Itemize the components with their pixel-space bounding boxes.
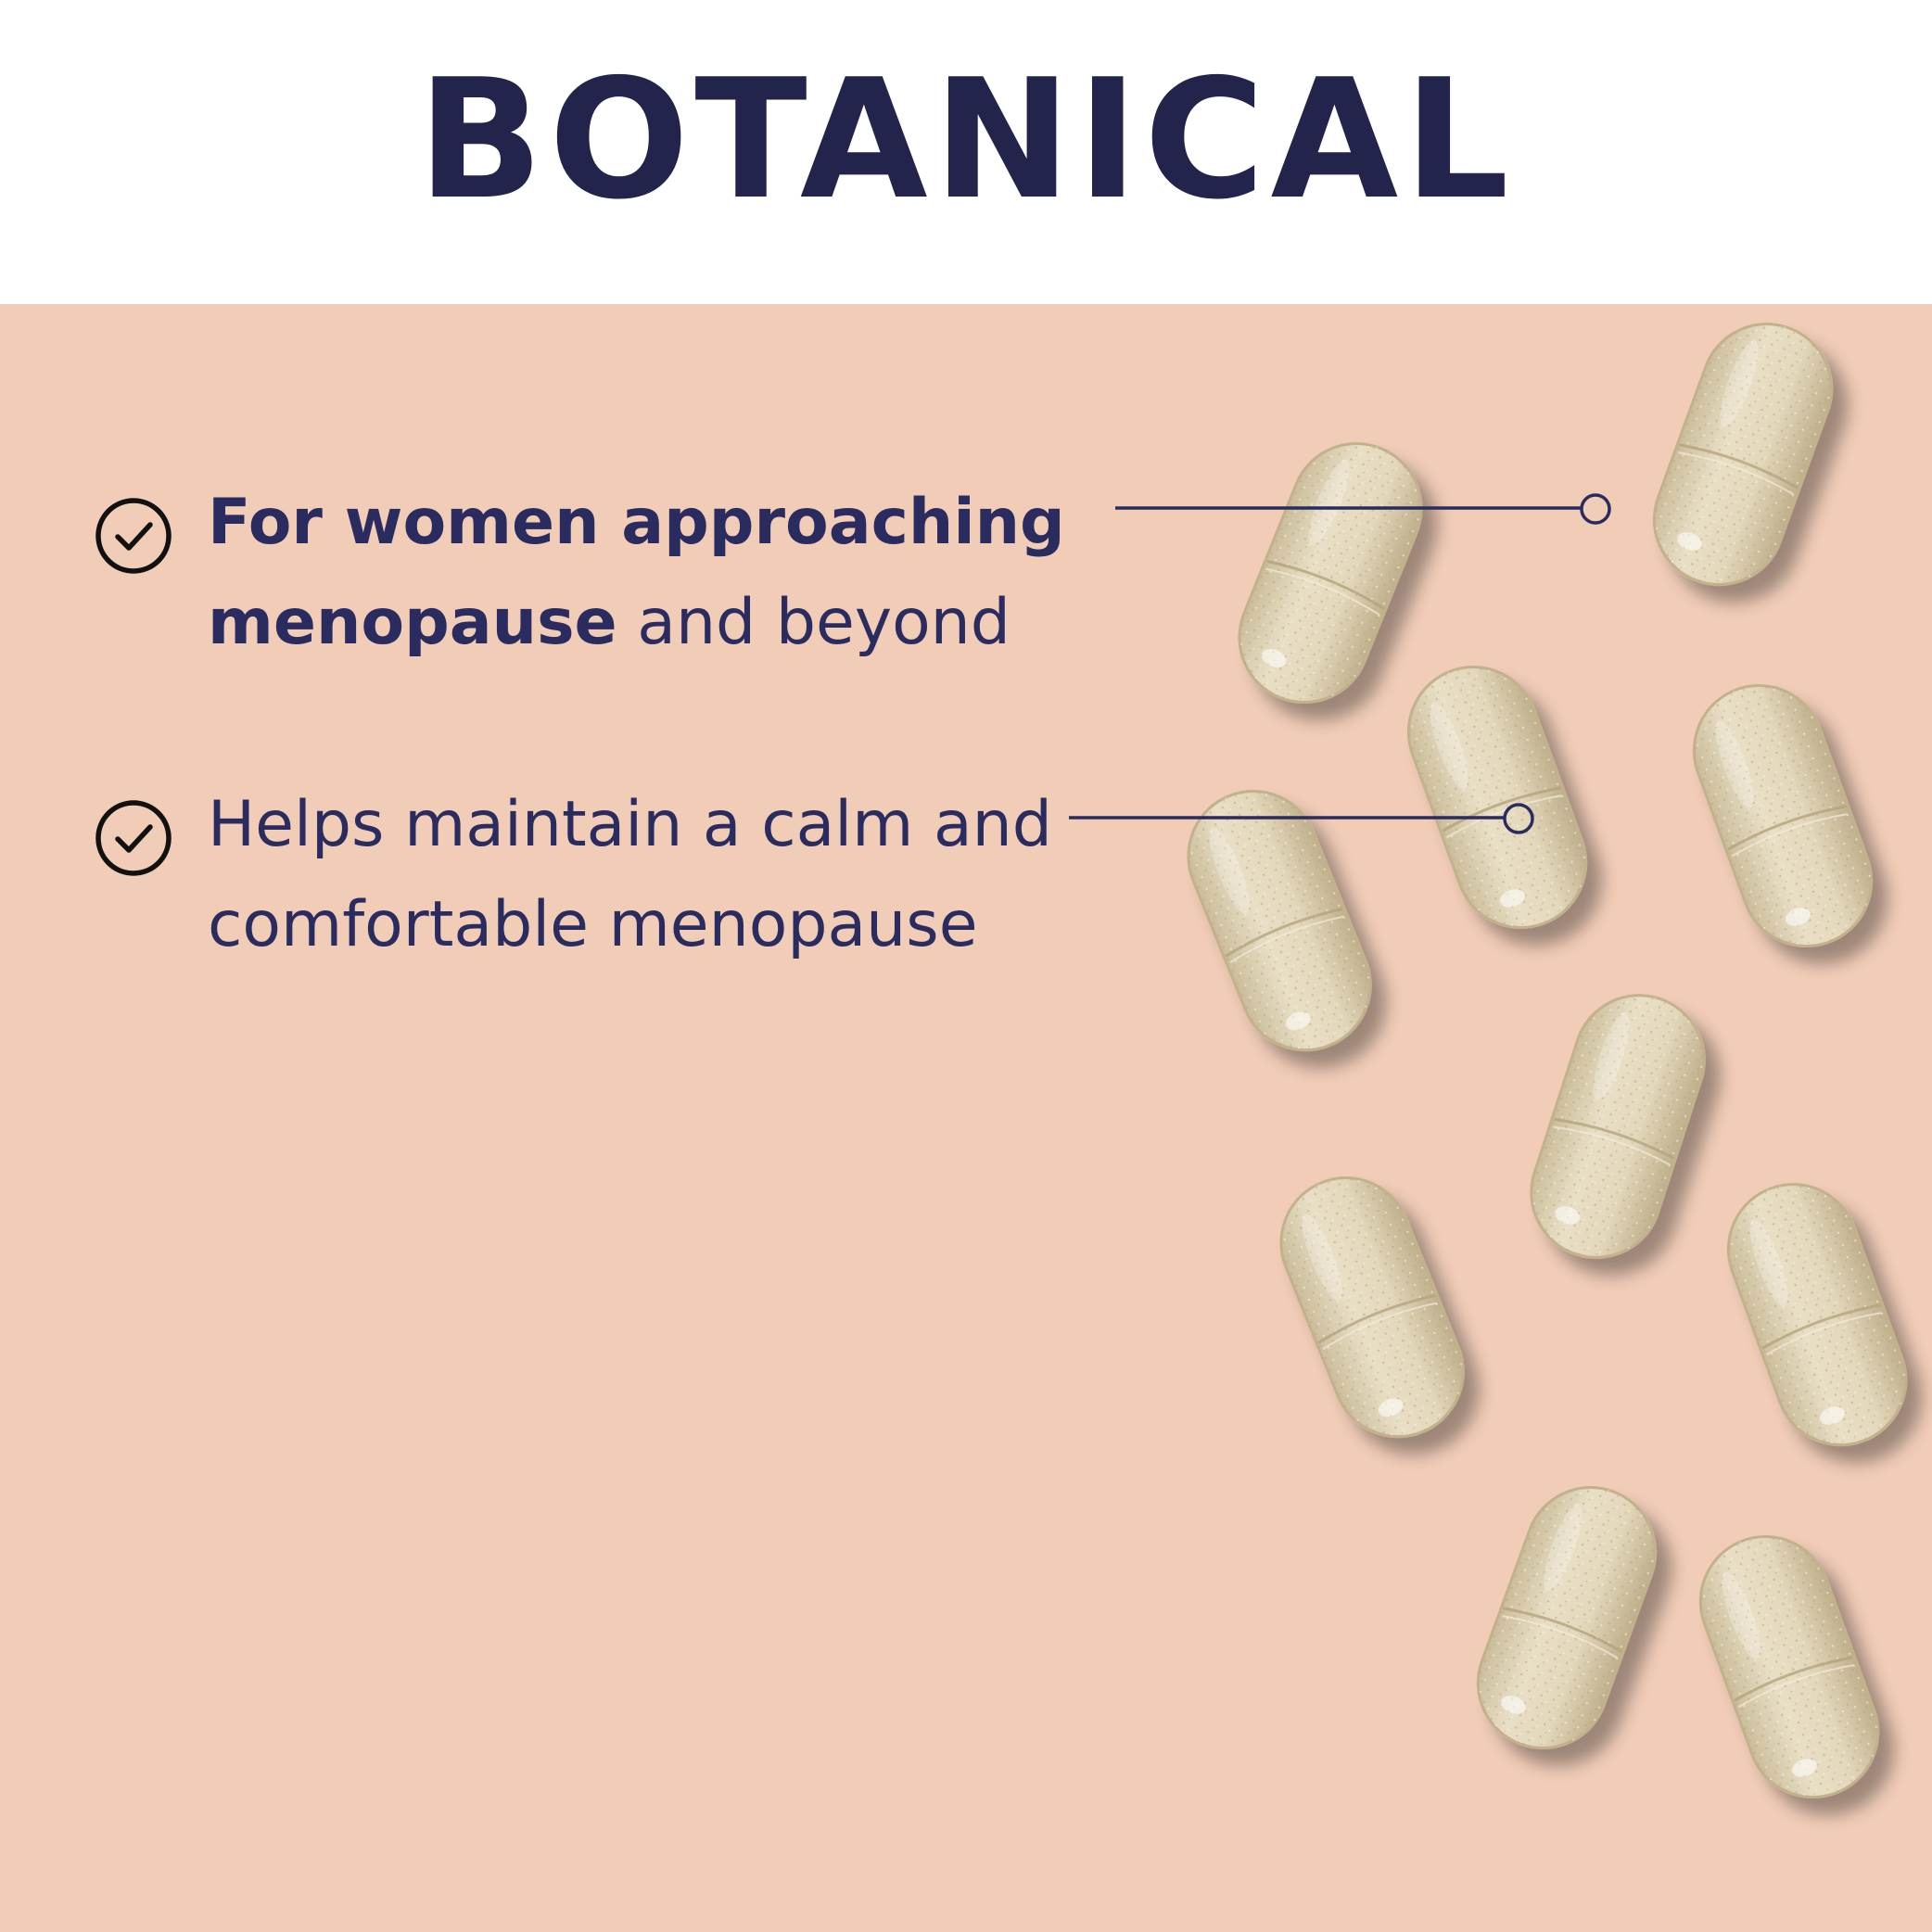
feature-text-regular: Helps maintain a calm and comfortable me… [208, 788, 1052, 961]
feature-text-regular: and beyond [616, 586, 1010, 659]
feature-text-bold: For women approaching menopause [208, 486, 1065, 659]
feature-text: For women approaching menopause and beyo… [208, 473, 1135, 673]
capsule [1634, 304, 1851, 604]
capsule [1218, 422, 1443, 724]
page-title: BOTANICAL [417, 44, 1515, 235]
capsule [1681, 1517, 1898, 1817]
feature-text: Helps maintain a calm and comfortable me… [208, 775, 1135, 975]
capsule [1167, 769, 1392, 1072]
capsule [1674, 666, 1891, 966]
capsule [1458, 1468, 1675, 1768]
check-circle-icon [95, 498, 172, 574]
capsule [1260, 1156, 1484, 1458]
capsule [1513, 976, 1722, 1277]
check-circle-icon [95, 800, 172, 876]
capsule [1709, 1164, 1926, 1465]
header: BOTANICAL [0, 0, 1932, 304]
capsule [1389, 647, 1606, 947]
